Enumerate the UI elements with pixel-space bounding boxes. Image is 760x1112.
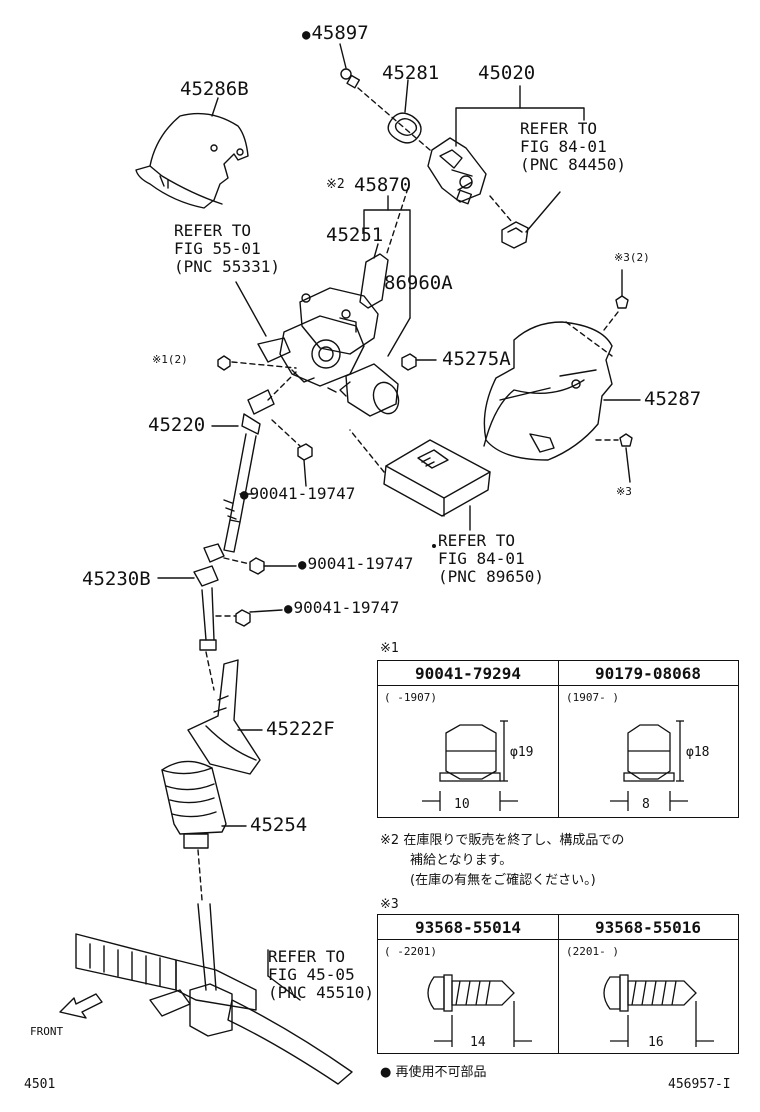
intermediate-shaft-45220 xyxy=(223,389,275,553)
screw-45897 xyxy=(339,43,361,89)
label-45870: 45870 xyxy=(354,174,412,196)
table1-col1-diameter: φ19 xyxy=(510,745,534,760)
legend-non-reusable: ● 再使用不可部品 xyxy=(380,1066,487,1079)
bolt-90041-b xyxy=(223,557,297,575)
boot-45254 xyxy=(161,760,247,849)
table3-col2-length: 16 xyxy=(648,1035,664,1050)
table1-col2-part: 90179-08068 xyxy=(558,661,738,686)
note3-qty-label: ※3(2) xyxy=(614,251,650,264)
bezel-45281 xyxy=(387,79,422,144)
label-45020: 45020 xyxy=(478,62,536,84)
table1-col2-range: (1907- ) xyxy=(566,691,619,704)
front-label: FRONT xyxy=(30,1025,64,1038)
table1-col1-length: 10 xyxy=(454,797,470,812)
label-90041-19747-c: 90041-19747 xyxy=(284,600,399,616)
lock-cylinder-45020 xyxy=(427,137,487,205)
table1-col2-length: 8 xyxy=(642,797,650,812)
screw-note3-top xyxy=(615,269,629,309)
table3-col2-range: (2201- ) xyxy=(566,945,619,958)
label-45897: 45897 xyxy=(302,22,369,44)
table1-col1-part: 90041-79294 xyxy=(378,661,558,686)
table3-col1-part: 93568-55014 xyxy=(378,915,558,940)
table1-col2-diameter: φ18 xyxy=(686,745,710,760)
table1-col1-range: ( -1907) xyxy=(384,691,437,704)
front-arrow-icon xyxy=(59,993,103,1019)
label-45222f: 45222F xyxy=(266,718,335,740)
refer-to-89650: REFER TO FIG 84-01 (PNC 89650) xyxy=(438,531,544,586)
note2-text: 在庫限りで販売を終了し、構成品での xyxy=(403,833,625,848)
refer-to-84450: REFER TO FIG 84-01 (PNC 84450) xyxy=(520,119,626,174)
motor-86960a xyxy=(327,363,400,417)
screw-note3-bottom xyxy=(619,433,633,483)
note2-line1: ※2 在庫限りで販売を終了し、構成品での xyxy=(380,834,624,847)
note1-qty-label: ※1(2) xyxy=(152,353,188,366)
label-45254: 45254 xyxy=(250,814,308,836)
note2-mark: ※2 xyxy=(380,833,400,848)
legend-dot-icon: ● xyxy=(380,1065,392,1080)
table1-mark: ※1 xyxy=(380,641,399,656)
table3-drawings xyxy=(427,974,714,1047)
ecu-89650 xyxy=(383,439,491,517)
bolt-90041-a xyxy=(297,443,313,487)
legend-text: 再使用不可部品 xyxy=(395,1065,487,1080)
note2-mark-45870: ※2 xyxy=(326,177,345,192)
label-45275a: 45275A xyxy=(442,348,511,370)
plate-45222f xyxy=(187,659,263,775)
joint-45230b xyxy=(193,543,225,651)
label-90041-19747-b: 90041-19747 xyxy=(298,556,413,572)
table3-col1-length: 14 xyxy=(470,1035,486,1050)
label-45281: 45281 xyxy=(382,62,440,84)
label-45220: 45220 xyxy=(148,414,206,436)
refer-to-55331: REFER TO FIG 55-01 (PNC 55331) xyxy=(174,221,280,276)
table3-screws: 93568-55014 93568-55016 ( -2201) (2201- … xyxy=(377,914,739,1054)
part-number: 90041-19747 xyxy=(307,554,414,573)
bolt-90041-c xyxy=(215,609,283,627)
bolt-45275a xyxy=(401,353,437,371)
note2-line2: 補給となります。 xyxy=(410,853,513,868)
part-number: 45897 xyxy=(311,22,369,44)
label-86960a: 86960A xyxy=(384,272,453,294)
refer-to-45510: REFER TO FIG 45-05 (PNC 45510) xyxy=(268,947,374,1002)
lower-cover-45287 xyxy=(483,321,641,461)
table3-divider xyxy=(558,915,559,1053)
label-90041-19747-a: 90041-19747 xyxy=(240,486,355,502)
connector-84450 xyxy=(501,221,529,249)
note3-mark-label: ※3 xyxy=(616,485,632,498)
label-45287: 45287 xyxy=(644,388,702,410)
label-45286b: 45286B xyxy=(180,78,249,100)
note2-line3: (在庫の有無をご確認ください。) xyxy=(410,873,596,888)
table1-drawings xyxy=(422,720,688,811)
table3-col2-part: 93568-55016 xyxy=(558,915,738,940)
label-45230b: 45230B xyxy=(82,568,151,590)
steering-rack-45510 xyxy=(75,903,353,1085)
upper-cover-45286b xyxy=(135,97,249,209)
table1-divider xyxy=(558,661,559,817)
table3-col1-range: ( -2201) xyxy=(384,945,437,958)
part-number: 90041-19747 xyxy=(249,484,356,503)
footer-page-code: 4501 xyxy=(24,1077,56,1092)
table3-mark: ※3 xyxy=(380,897,399,912)
label-45251: 45251 xyxy=(326,224,384,246)
footer-figure-id: 456957-I xyxy=(668,1077,731,1092)
table1-washer-bolts: 90041-79294 90179-08068 ( -1907) (1907- … xyxy=(377,660,739,818)
nut-note1 xyxy=(217,355,231,371)
part-number: 90041-19747 xyxy=(293,598,400,617)
